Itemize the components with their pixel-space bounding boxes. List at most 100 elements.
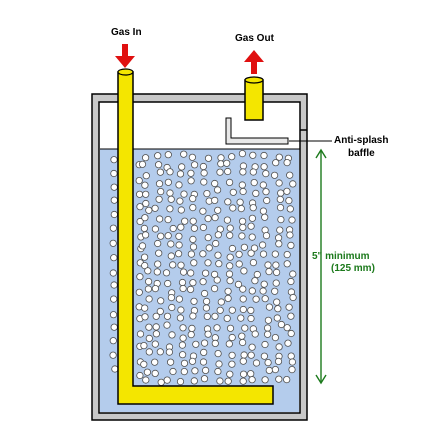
bubble	[201, 289, 209, 298]
bubble	[248, 233, 256, 241]
bubble	[181, 217, 189, 225]
bubble	[239, 377, 247, 385]
bubble	[141, 261, 149, 270]
bubble	[263, 196, 271, 205]
bubble	[203, 190, 211, 198]
bubble	[144, 285, 152, 293]
bubble	[235, 250, 243, 258]
bubble	[276, 204, 285, 212]
bubble	[226, 277, 234, 285]
bubble	[110, 183, 118, 191]
bubble	[188, 357, 197, 365]
bubble	[239, 217, 247, 225]
bubble	[109, 337, 117, 345]
bubble	[217, 160, 225, 168]
bubble	[259, 250, 268, 258]
bubble	[169, 367, 177, 376]
bubble	[142, 199, 150, 208]
bubble	[199, 250, 207, 258]
bubble	[199, 358, 208, 366]
bubble	[141, 181, 149, 189]
bubble	[141, 313, 149, 321]
bubble	[224, 294, 232, 302]
bubble	[273, 298, 281, 306]
baffle-label-line1: Anti-splash	[334, 135, 389, 146]
bubble	[188, 324, 196, 332]
bubble	[151, 204, 159, 212]
bubble	[110, 196, 118, 204]
bubble	[140, 360, 148, 368]
bubble	[259, 207, 267, 215]
bubble	[200, 375, 209, 383]
bubble	[203, 312, 211, 320]
bubble	[142, 190, 150, 198]
bubble	[169, 261, 177, 269]
bubble	[143, 368, 151, 376]
bubble	[177, 223, 185, 231]
bubble	[190, 259, 198, 267]
bubble	[190, 297, 198, 305]
bubble	[274, 305, 282, 313]
bubble	[109, 269, 117, 277]
bubble	[252, 189, 260, 197]
bubble	[213, 324, 221, 332]
bubble	[136, 371, 144, 380]
bubble	[237, 205, 245, 213]
arrow-up-icon	[244, 50, 264, 74]
bubble	[238, 332, 246, 340]
bubble	[189, 235, 197, 243]
bubble	[167, 252, 175, 260]
bubble	[251, 277, 259, 285]
bubble	[187, 269, 195, 277]
bubble	[199, 207, 207, 215]
bubble	[250, 244, 259, 252]
bubble	[261, 295, 269, 303]
bubble	[167, 293, 175, 302]
bubble	[180, 190, 188, 198]
bubble	[276, 195, 284, 203]
bubble	[249, 204, 257, 212]
bubble	[288, 358, 296, 366]
bubble	[224, 287, 232, 295]
arrow-down-icon	[115, 44, 135, 68]
bubble	[264, 316, 272, 324]
gas-out-pipe-mouth	[244, 76, 264, 84]
bubble	[140, 341, 148, 350]
bubble	[213, 276, 221, 284]
bubble	[156, 215, 164, 223]
bubble	[136, 217, 144, 226]
bubble	[228, 351, 236, 359]
bubble	[151, 225, 159, 233]
bubble	[225, 270, 234, 278]
bubble	[247, 249, 255, 257]
bubble	[199, 223, 207, 232]
bubble	[145, 295, 153, 303]
bubble	[192, 340, 200, 348]
bubble	[289, 180, 297, 188]
bubble	[263, 324, 272, 332]
bubble	[190, 377, 198, 385]
bubble	[289, 270, 297, 278]
bubble	[283, 187, 291, 195]
bubble	[136, 190, 144, 198]
bubble	[286, 205, 294, 213]
bubble	[152, 330, 160, 338]
bubble	[135, 288, 143, 296]
bubble	[211, 179, 219, 188]
bubble	[204, 330, 212, 338]
bubble	[164, 232, 172, 240]
bubble	[289, 293, 297, 302]
bubble	[261, 340, 269, 349]
bubble	[234, 280, 243, 288]
bubble	[236, 198, 244, 206]
bubble	[287, 329, 295, 338]
bubble	[135, 177, 143, 185]
bubble	[274, 357, 283, 365]
bubble	[166, 168, 174, 176]
bubble	[223, 216, 231, 224]
bubble	[259, 181, 267, 189]
bubble	[204, 234, 212, 242]
bubble	[216, 168, 224, 176]
bubble	[188, 153, 196, 161]
